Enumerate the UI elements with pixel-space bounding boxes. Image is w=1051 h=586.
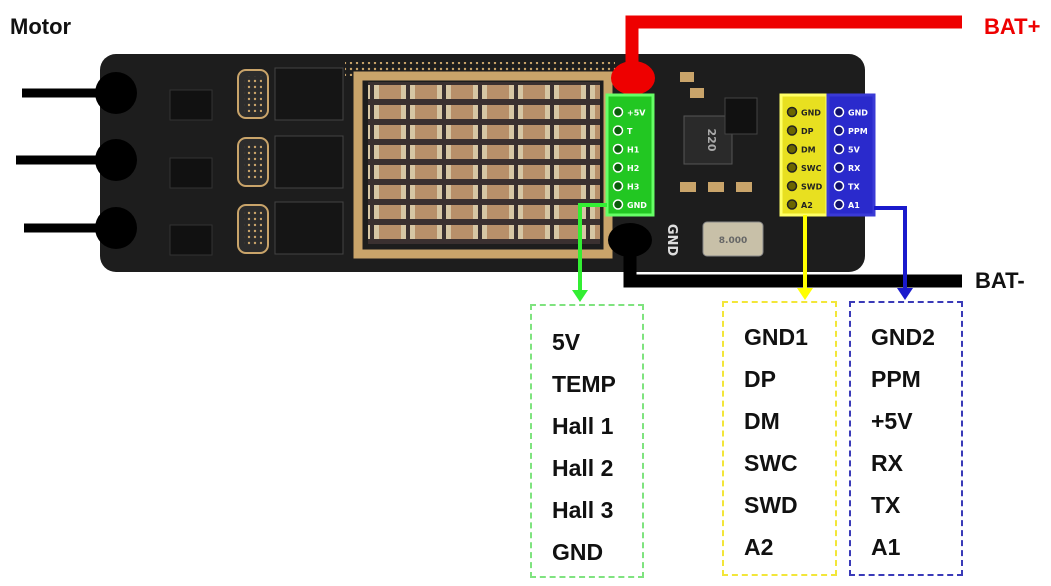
gate-driver-chip — [169, 224, 213, 256]
header-pin-silk: PPM — [848, 127, 868, 136]
battery-minus-wire — [608, 223, 962, 288]
board-gnd-silk: GND — [664, 224, 679, 257]
bat-minus-label: BAT- — [975, 268, 1025, 293]
header-pin-silk: SWD — [801, 183, 823, 192]
header-pin-silk: GND — [801, 109, 821, 118]
pin-label: TEMP — [552, 371, 616, 397]
header-pin-hole — [786, 199, 798, 210]
header-pin-silk: RX — [848, 164, 861, 173]
header-pin-silk: GND — [627, 201, 647, 210]
pin-label: GND1 — [744, 324, 808, 350]
header-pin-hole — [833, 143, 845, 155]
header-pin-silk: +5V — [627, 109, 646, 118]
pin-label: Hall 3 — [552, 497, 614, 523]
pin-label: SWD — [744, 492, 798, 518]
header-pin-hole — [786, 143, 798, 155]
control-leader — [874, 206, 913, 300]
header-pin-hole — [786, 125, 798, 136]
mosfet-chip — [274, 67, 344, 121]
header-pin-hole — [833, 106, 845, 118]
header-pin-silk: A1 — [848, 201, 860, 210]
control-pinout-box: GND2 PPM +5V RX TX A1 — [849, 301, 963, 576]
pin-label: GND — [552, 539, 604, 565]
gate-driver-chip — [169, 89, 213, 121]
debug-pinout-box: GND1 DP DM SWC SWD A2 — [722, 301, 837, 576]
mosfet-chip — [274, 135, 344, 189]
header-pin-silk: DP — [801, 127, 814, 136]
header-pin-hole — [833, 162, 845, 173]
pin-label: 5V — [552, 329, 581, 355]
pin-label: A2 — [744, 534, 774, 560]
header-pin-silk: DM — [801, 146, 816, 155]
header-pin-silk: H1 — [627, 146, 640, 155]
pin-label: +5V — [871, 408, 913, 434]
gate-driver-chip — [169, 157, 213, 189]
debug-leader — [797, 215, 813, 300]
header-pin-hole — [833, 125, 845, 136]
pin-label: A1 — [871, 534, 901, 560]
header-pin-hole — [612, 125, 624, 136]
inductor — [683, 115, 733, 165]
header-pin-hole — [786, 106, 798, 118]
smd-component — [680, 72, 694, 82]
header-pin-silk: SWC — [801, 164, 822, 173]
control-header: GND PPM 5V RX TX A1 — [826, 93, 876, 217]
pin-label: SWC — [744, 450, 798, 476]
pin-label: TX — [871, 492, 901, 518]
header-pin-silk: H3 — [627, 183, 639, 192]
header-pin-silk: GND — [848, 109, 868, 118]
pin-label: RX — [871, 450, 903, 476]
inductor-label: 220 — [705, 129, 718, 152]
bat-plus-label: BAT+ — [984, 14, 1041, 39]
smd-component — [690, 88, 704, 98]
header-pin-hole — [786, 162, 798, 173]
header-pin-silk: TX — [848, 183, 860, 192]
motor-label: Motor — [10, 14, 72, 39]
header-pin-hole — [612, 106, 624, 118]
header-pin-silk: T — [627, 127, 633, 136]
crystal-oscillator — [702, 221, 764, 257]
smd-component — [736, 182, 752, 192]
header-pin-hole — [833, 180, 845, 192]
pin-label: Hall 1 — [552, 413, 614, 439]
header-pin-hole — [612, 180, 624, 192]
sensor-leader — [572, 203, 607, 302]
motor-phase-pad — [95, 72, 137, 114]
motor-wires — [16, 72, 137, 249]
header-pin-hole — [612, 143, 624, 155]
regulator-chip — [724, 97, 758, 135]
pin-label: Hall 2 — [552, 455, 614, 481]
header-pin-silk: H2 — [627, 164, 639, 173]
crystal-label: 8.000 — [719, 236, 747, 246]
battery-plus-wire — [611, 15, 962, 95]
bat-plus-pad — [611, 61, 655, 95]
header-pin-hole — [612, 199, 624, 210]
header-pin-silk: A2 — [801, 201, 813, 210]
pin-label: DM — [744, 408, 780, 434]
smd-component — [708, 182, 724, 192]
pin-label: PPM — [871, 366, 921, 392]
bat-minus-pad — [608, 223, 652, 257]
mosfet-chip — [274, 201, 344, 255]
motor-phase-pad — [95, 139, 137, 181]
pin-label: GND2 — [871, 324, 935, 350]
motor-phase-pad — [95, 207, 137, 249]
debug-header: GND DP DM SWC SWD A2 — [779, 93, 829, 217]
header-pin-hole — [833, 199, 845, 210]
pin-label: DP — [744, 366, 776, 392]
smd-component — [680, 182, 696, 192]
header-pin-hole — [612, 162, 624, 173]
pcb-board: 220 8.000 GND — [100, 54, 865, 272]
header-pin-hole — [786, 180, 798, 192]
sensor-pinout-box: 5V TEMP Hall 1 Hall 2 Hall 3 GND — [530, 304, 644, 578]
header-pin-silk: 5V — [848, 146, 861, 155]
